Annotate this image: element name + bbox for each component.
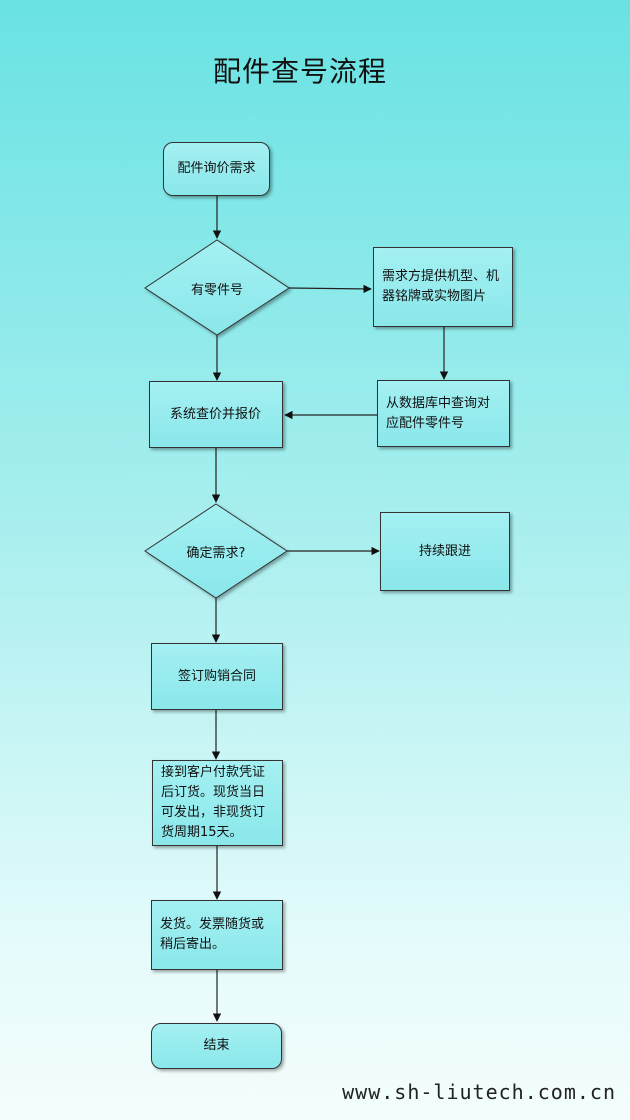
quote-node: 系统查价并报价 (149, 381, 283, 448)
db-lookup-node: 从数据库中查询对应配件零件号 (377, 380, 510, 447)
decision-label-part-no: 有零件号 (190, 282, 243, 298)
start-node: 配件询价需求 (163, 142, 270, 196)
order-node: 接到客户付款凭证后订货。现货当日可发出，非现货订货周期15天。 (152, 760, 283, 846)
follow-up-node: 持续跟进 (380, 512, 510, 591)
footer-url: www.sh-liutech.com.cn (342, 1080, 616, 1104)
contract-node: 签订购销合同 (151, 643, 283, 710)
end-node: 结束 (151, 1023, 282, 1069)
provide-info-node: 需求方提供机型、机器铭牌或实物图片 (373, 247, 513, 327)
ship-node: 发货。发票随货或稍后寄出。 (151, 900, 283, 970)
arrow-decision-to-provide (288, 284, 372, 294)
page-title: 配件查号流程 (212, 55, 387, 88)
decision-label-confirm: 确定需求? (186, 545, 246, 561)
